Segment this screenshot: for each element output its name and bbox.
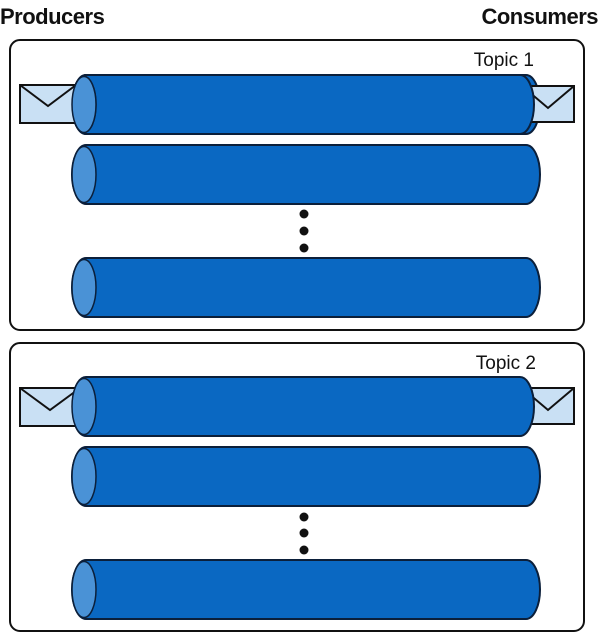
topic-2-partition-2 <box>71 446 541 507</box>
topic-2-title: Topic 2 <box>476 353 536 374</box>
topic-2-partition-1 <box>71 376 535 437</box>
topic-2-partition-3 <box>71 559 541 620</box>
topic-1-partition-3 <box>71 257 541 318</box>
topic-1-title: Topic 1 <box>474 50 534 71</box>
producers-header: Producers <box>0 4 105 29</box>
consumers-header: Consumers <box>481 4 598 29</box>
topic-2-group: Topic 2 <box>9 342 585 632</box>
topic-1-partition-2 <box>71 144 541 205</box>
topic-1-ellipsis <box>299 209 309 253</box>
topic-2-incoming-envelope-icon <box>19 387 81 427</box>
topic-2-ellipsis <box>299 512 309 555</box>
topic-1-group: Topic 1 <box>9 39 585 331</box>
